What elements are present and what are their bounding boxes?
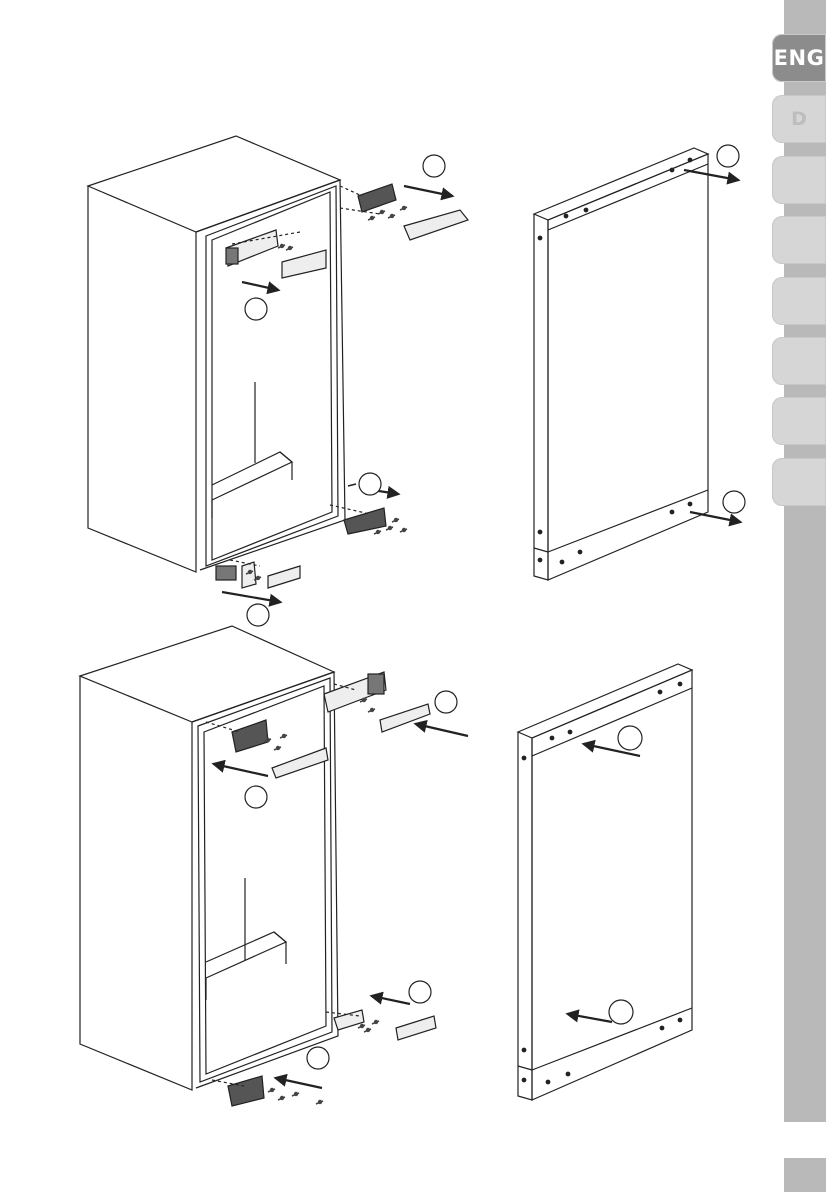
fridge-cabinet-bottom xyxy=(80,626,338,1090)
hinge-bottom-right xyxy=(330,473,407,534)
language-tab-d[interactable]: D xyxy=(772,95,826,143)
hinge-bottom-fig-top-right xyxy=(324,672,468,736)
door-panel-bottom xyxy=(518,664,692,1100)
language-tab-6[interactable] xyxy=(772,337,826,385)
language-tab-8[interactable] xyxy=(772,458,826,506)
hinge-top-right xyxy=(340,155,468,240)
installation-illustration xyxy=(0,0,780,1192)
hinge-bottom-left xyxy=(216,560,300,626)
door-panel-top xyxy=(534,145,745,580)
hinge-top-left xyxy=(226,230,326,320)
language-tab-label: ENG xyxy=(774,46,825,70)
language-tab-7[interactable] xyxy=(772,397,826,445)
page-number-box xyxy=(784,1158,826,1192)
language-tab-eng[interactable]: ENG xyxy=(772,34,826,82)
hinge-bottom-fig-top-left xyxy=(206,720,328,808)
language-tab-5[interactable] xyxy=(772,277,826,325)
fridge-cabinet-top xyxy=(88,136,345,572)
language-tab-4[interactable] xyxy=(772,216,826,264)
language-tab-3[interactable] xyxy=(772,156,826,204)
language-tab-label: D xyxy=(791,108,807,130)
hinge-bottom-fig-bottom-right xyxy=(326,981,436,1040)
